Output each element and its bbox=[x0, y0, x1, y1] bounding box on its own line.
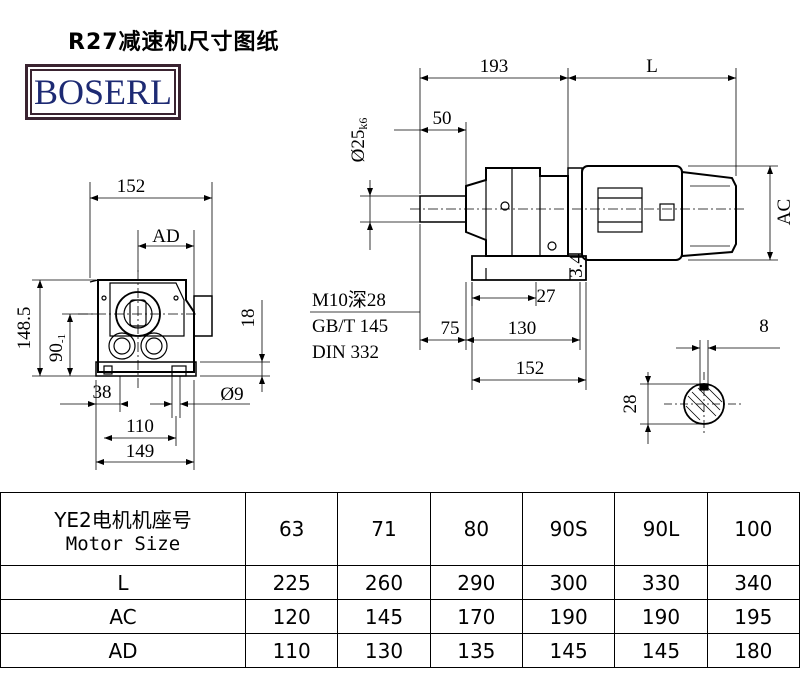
table-cell: 225 bbox=[244, 565, 339, 600]
table-cell: 195 bbox=[706, 599, 800, 634]
table-cell: 145 bbox=[614, 633, 708, 668]
dim-110: 110 bbox=[126, 416, 154, 437]
size-cell: 100 bbox=[706, 492, 800, 566]
boserl-logo: BOSERL bbox=[25, 64, 181, 120]
dimension-arrows bbox=[37, 75, 773, 465]
table-header-row: YE2电机机座号 Motor Size 63 71 80 90S 90L 100 bbox=[0, 492, 800, 566]
dim-ad: AD bbox=[152, 226, 179, 247]
dim-90: 90-1 bbox=[46, 334, 68, 362]
table-cell: 170 bbox=[429, 599, 523, 634]
dim-152-top: 152 bbox=[117, 176, 146, 197]
table-cell: 120 bbox=[244, 599, 339, 634]
size-cell: 90S bbox=[521, 492, 616, 566]
table-cell: 330 bbox=[614, 565, 708, 600]
dim-148-5: 148.5 bbox=[14, 307, 35, 350]
dim-key-8: 8 bbox=[759, 316, 769, 337]
table-cell: 135 bbox=[429, 633, 523, 668]
table-cell: 190 bbox=[521, 599, 616, 634]
table-row: AD 110 130 135 145 145 180 bbox=[0, 633, 800, 668]
dim-18: 18 bbox=[238, 309, 259, 328]
note-din-standard: DIN 332 bbox=[312, 342, 379, 363]
note-gb-standard: GB/T 145 bbox=[312, 316, 388, 337]
table-cell: 340 bbox=[706, 565, 800, 600]
row-label: L bbox=[0, 565, 246, 600]
row-label: AD bbox=[0, 633, 246, 668]
table-row: L 225 260 290 300 330 340 bbox=[0, 565, 800, 600]
table-cell: 300 bbox=[521, 565, 616, 600]
table-cell: 260 bbox=[337, 565, 431, 600]
table-cell: 110 bbox=[244, 633, 339, 668]
dim-75: 75 bbox=[441, 318, 460, 339]
table-cell: 130 bbox=[337, 633, 431, 668]
dim-50: 50 bbox=[433, 108, 452, 129]
size-cell: 80 bbox=[429, 492, 523, 566]
dim-130: 130 bbox=[508, 318, 537, 339]
size-cell: 71 bbox=[337, 492, 431, 566]
dim-shaft-diameter: Ø25k6 bbox=[348, 118, 370, 163]
table-row: AC 120 145 170 190 190 195 bbox=[0, 599, 800, 634]
side-view bbox=[310, 68, 778, 390]
dim-193: 193 bbox=[480, 56, 509, 77]
dim-149: 149 bbox=[126, 441, 155, 462]
table-cell: 290 bbox=[429, 565, 523, 600]
dim-ac: AC bbox=[774, 199, 795, 225]
motor-size-table: YE2电机机座号 Motor Size 63 71 80 90S 90L 100… bbox=[0, 492, 800, 668]
dim-38: 38 bbox=[93, 382, 112, 403]
end-view bbox=[32, 182, 270, 470]
drawing-title: R27减速机尺寸图纸 bbox=[68, 30, 280, 55]
dim-152-bottom: 152 bbox=[516, 358, 545, 379]
table-cell: 145 bbox=[521, 633, 616, 668]
header-en: Motor Size bbox=[65, 532, 181, 555]
row-label: AC bbox=[0, 599, 246, 634]
dim-hole-9: Ø9 bbox=[220, 384, 243, 405]
technical-drawing: 152 AD 148.5 90-1 18 38 Ø9 110 149 193 L… bbox=[14, 56, 795, 470]
header-cell: YE2电机机座号 Motor Size bbox=[0, 492, 246, 566]
shaft-section bbox=[640, 340, 780, 444]
table-cell: 145 bbox=[337, 599, 431, 634]
table-cell: 190 bbox=[614, 599, 708, 634]
size-cell: 63 bbox=[244, 492, 339, 566]
dim-27: 27 bbox=[537, 286, 556, 307]
logo-text: BOSERL bbox=[33, 72, 173, 112]
table-cell: 180 bbox=[706, 633, 800, 668]
dim-28: 28 bbox=[620, 395, 641, 414]
header-cn: YE2电机机座号 bbox=[54, 507, 192, 532]
note-center-hole: M10深28 bbox=[312, 289, 386, 311]
dim-3-4: 3.4 bbox=[566, 254, 587, 278]
dim-l: L bbox=[646, 56, 658, 77]
size-cell: 90L bbox=[614, 492, 708, 566]
